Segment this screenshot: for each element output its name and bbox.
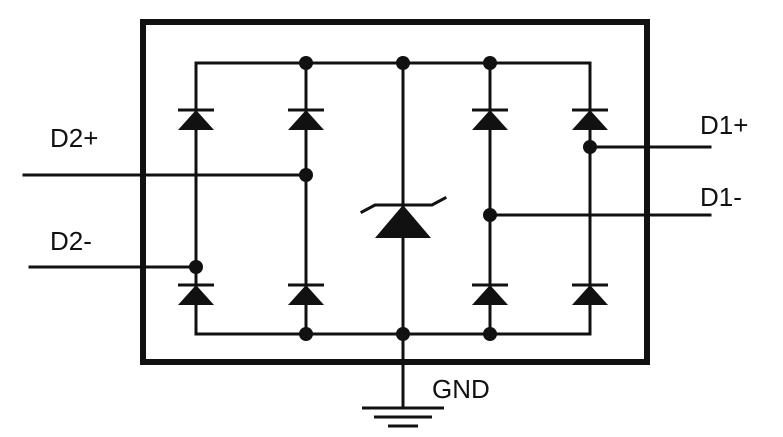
junction-bottom-branch-2 <box>299 327 313 341</box>
lower-diode-4 <box>572 283 608 305</box>
junction-top-branch-3 <box>483 56 497 70</box>
lower-diode-1 <box>178 283 214 305</box>
upper-diode-4 <box>572 108 608 130</box>
lower-diode-3 <box>472 283 508 305</box>
junction-bottom-zener <box>396 327 410 341</box>
junction-bottom-branch-3 <box>483 327 497 341</box>
junction-d1-plus <box>583 140 597 154</box>
junction-d2-minus <box>189 260 203 274</box>
junction-d2-plus <box>299 168 313 182</box>
junction-top-zener <box>396 56 410 70</box>
label-d1-minus: D1- <box>700 182 742 212</box>
package-outline <box>140 19 650 365</box>
lower-diode-2 <box>288 283 324 305</box>
upper-diode-1 <box>178 108 214 130</box>
label-d1-plus: D1+ <box>700 110 748 140</box>
label-d2-minus: D2- <box>50 226 92 256</box>
upper-diode-3 <box>472 108 508 130</box>
junction-d1-minus <box>483 208 497 222</box>
upper-diode-2 <box>288 108 324 130</box>
label-d2-plus: D2+ <box>50 123 98 153</box>
junction-top-branch-2 <box>299 56 313 70</box>
zener-diode <box>359 195 448 238</box>
label-gnd: GND <box>432 374 490 404</box>
